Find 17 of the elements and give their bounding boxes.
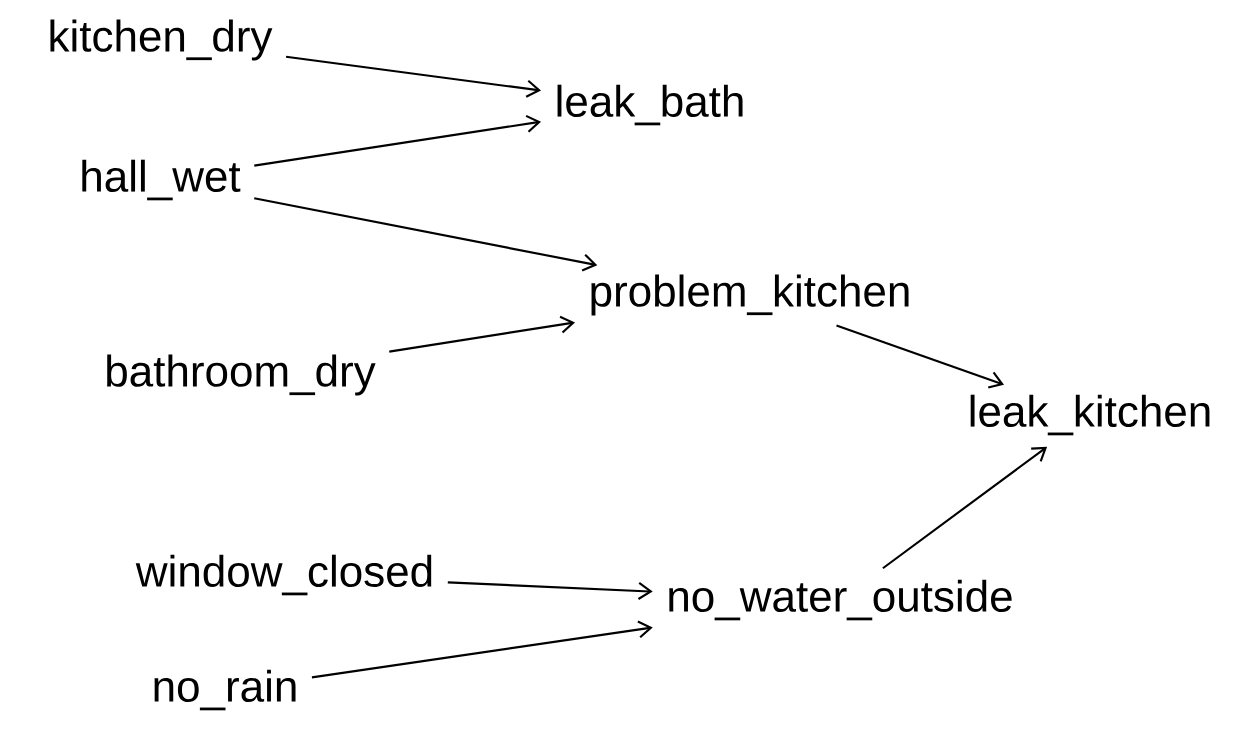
arrow (254, 114, 542, 167)
arrow (836, 324, 1005, 389)
node-label: bathroom_dry (107, 354, 376, 396)
node-label: leak_kitchen (970, 394, 1210, 436)
arrow (285, 55, 542, 98)
arrow (882, 446, 1048, 570)
arrow (254, 197, 598, 272)
arrow (311, 620, 653, 679)
node-label: no_rain (154, 669, 296, 711)
node-label: problem_kitchen (591, 274, 909, 316)
arrow (447, 581, 653, 600)
node-label: kitchen_dry (50, 19, 273, 61)
arrow (389, 315, 576, 353)
node-label: no_water_outside (669, 579, 1012, 621)
node-label: hall_wet (82, 159, 241, 201)
node-label: window_closed (135, 554, 432, 596)
node-label: leak_bath (557, 84, 743, 126)
